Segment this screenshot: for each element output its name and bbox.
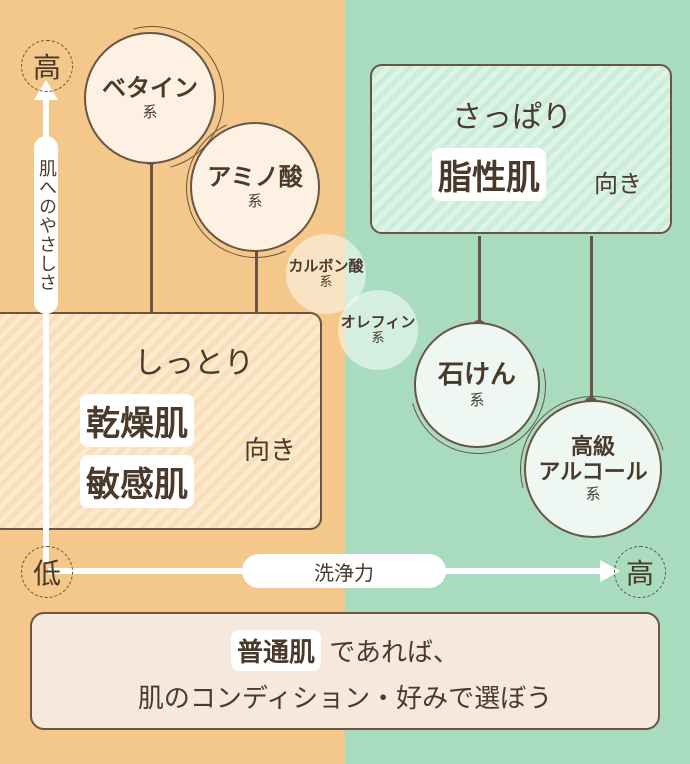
cleanser-higher-alcohol-kei: 系 bbox=[585, 485, 601, 504]
bottom-note-line2: 肌のコンディション・好みで選ぼう bbox=[137, 684, 553, 714]
skin-type-dry: 乾燥肌 bbox=[80, 394, 194, 447]
cleanser-soap-name: 石けん bbox=[437, 360, 516, 391]
cleanser-carboxylic-name: カルボン酸 bbox=[288, 256, 364, 275]
skin-type-sensitive: 敏感肌 bbox=[80, 455, 194, 508]
cleanser-higher-alcohol-line1: 高級 bbox=[570, 434, 615, 460]
higher-alcohol-connector bbox=[590, 236, 593, 404]
moist-skin-types: 乾燥肌 敏感肌 bbox=[80, 394, 194, 508]
cleanser-soap: 石けん 系 bbox=[414, 322, 540, 448]
cleanser-amino: アミノ酸 系 bbox=[190, 122, 320, 252]
cleanser-olefin: オレフィン 系 bbox=[338, 290, 418, 370]
cleanser-betaine-kei: 系 bbox=[142, 102, 158, 121]
cleanser-amino-name: アミノ酸 bbox=[207, 163, 303, 192]
fresh-suffix: 向き bbox=[594, 170, 642, 198]
origin-label: 低 bbox=[21, 546, 73, 598]
y-axis-label: 肌へのやさしさ bbox=[36, 158, 57, 292]
x-axis-label-box: 洗浄力 bbox=[242, 554, 446, 588]
skin-type-oily: 脂性肌 bbox=[432, 148, 546, 201]
soap-connector bbox=[478, 236, 481, 328]
moist-panel: しっとり 乾燥肌 敏感肌 向き bbox=[0, 312, 322, 530]
cleanser-carboxylic-kei: 系 bbox=[319, 274, 333, 290]
y-axis-high-label: 高 bbox=[21, 40, 73, 92]
cleanser-olefin-kei: 系 bbox=[371, 330, 385, 346]
cleanser-olefin-name: オレフィン bbox=[340, 312, 416, 331]
moist-tagline: しっとり bbox=[134, 346, 254, 381]
x-axis-label: 洗浄力 bbox=[314, 560, 374, 585]
fresh-tagline: さっぱり bbox=[452, 100, 572, 135]
moist-suffix: 向き bbox=[244, 436, 297, 466]
y-axis-label-box: 肌へのやさしさ bbox=[34, 136, 58, 314]
cleanser-betaine-name: ベタイン bbox=[102, 74, 198, 103]
bottom-note-line1-rest: であれば、 bbox=[329, 638, 460, 668]
betaine-connector bbox=[150, 158, 153, 314]
x-axis-high-label: 高 bbox=[614, 546, 666, 598]
fresh-panel: さっぱり 脂性肌 向き bbox=[370, 64, 672, 234]
bottom-note: 普通肌 であれば、 肌のコンディション・好みで選ぼう bbox=[30, 612, 660, 730]
cleanser-betaine: ベタイン 系 bbox=[84, 32, 216, 164]
normal-skin-highlight: 普通肌 bbox=[230, 630, 321, 671]
bottom-note-line1: 普通肌 であれば、 bbox=[32, 630, 658, 671]
cleanser-higher-alcohol-line2: アルコール bbox=[538, 460, 648, 485]
cleanser-higher-alcohol: 高級 アルコール 系 bbox=[524, 400, 662, 538]
cleanser-soap-kei: 系 bbox=[469, 390, 485, 409]
y-axis bbox=[43, 92, 49, 562]
amino-connector bbox=[255, 244, 258, 314]
cleanser-amino-kei: 系 bbox=[247, 191, 263, 210]
